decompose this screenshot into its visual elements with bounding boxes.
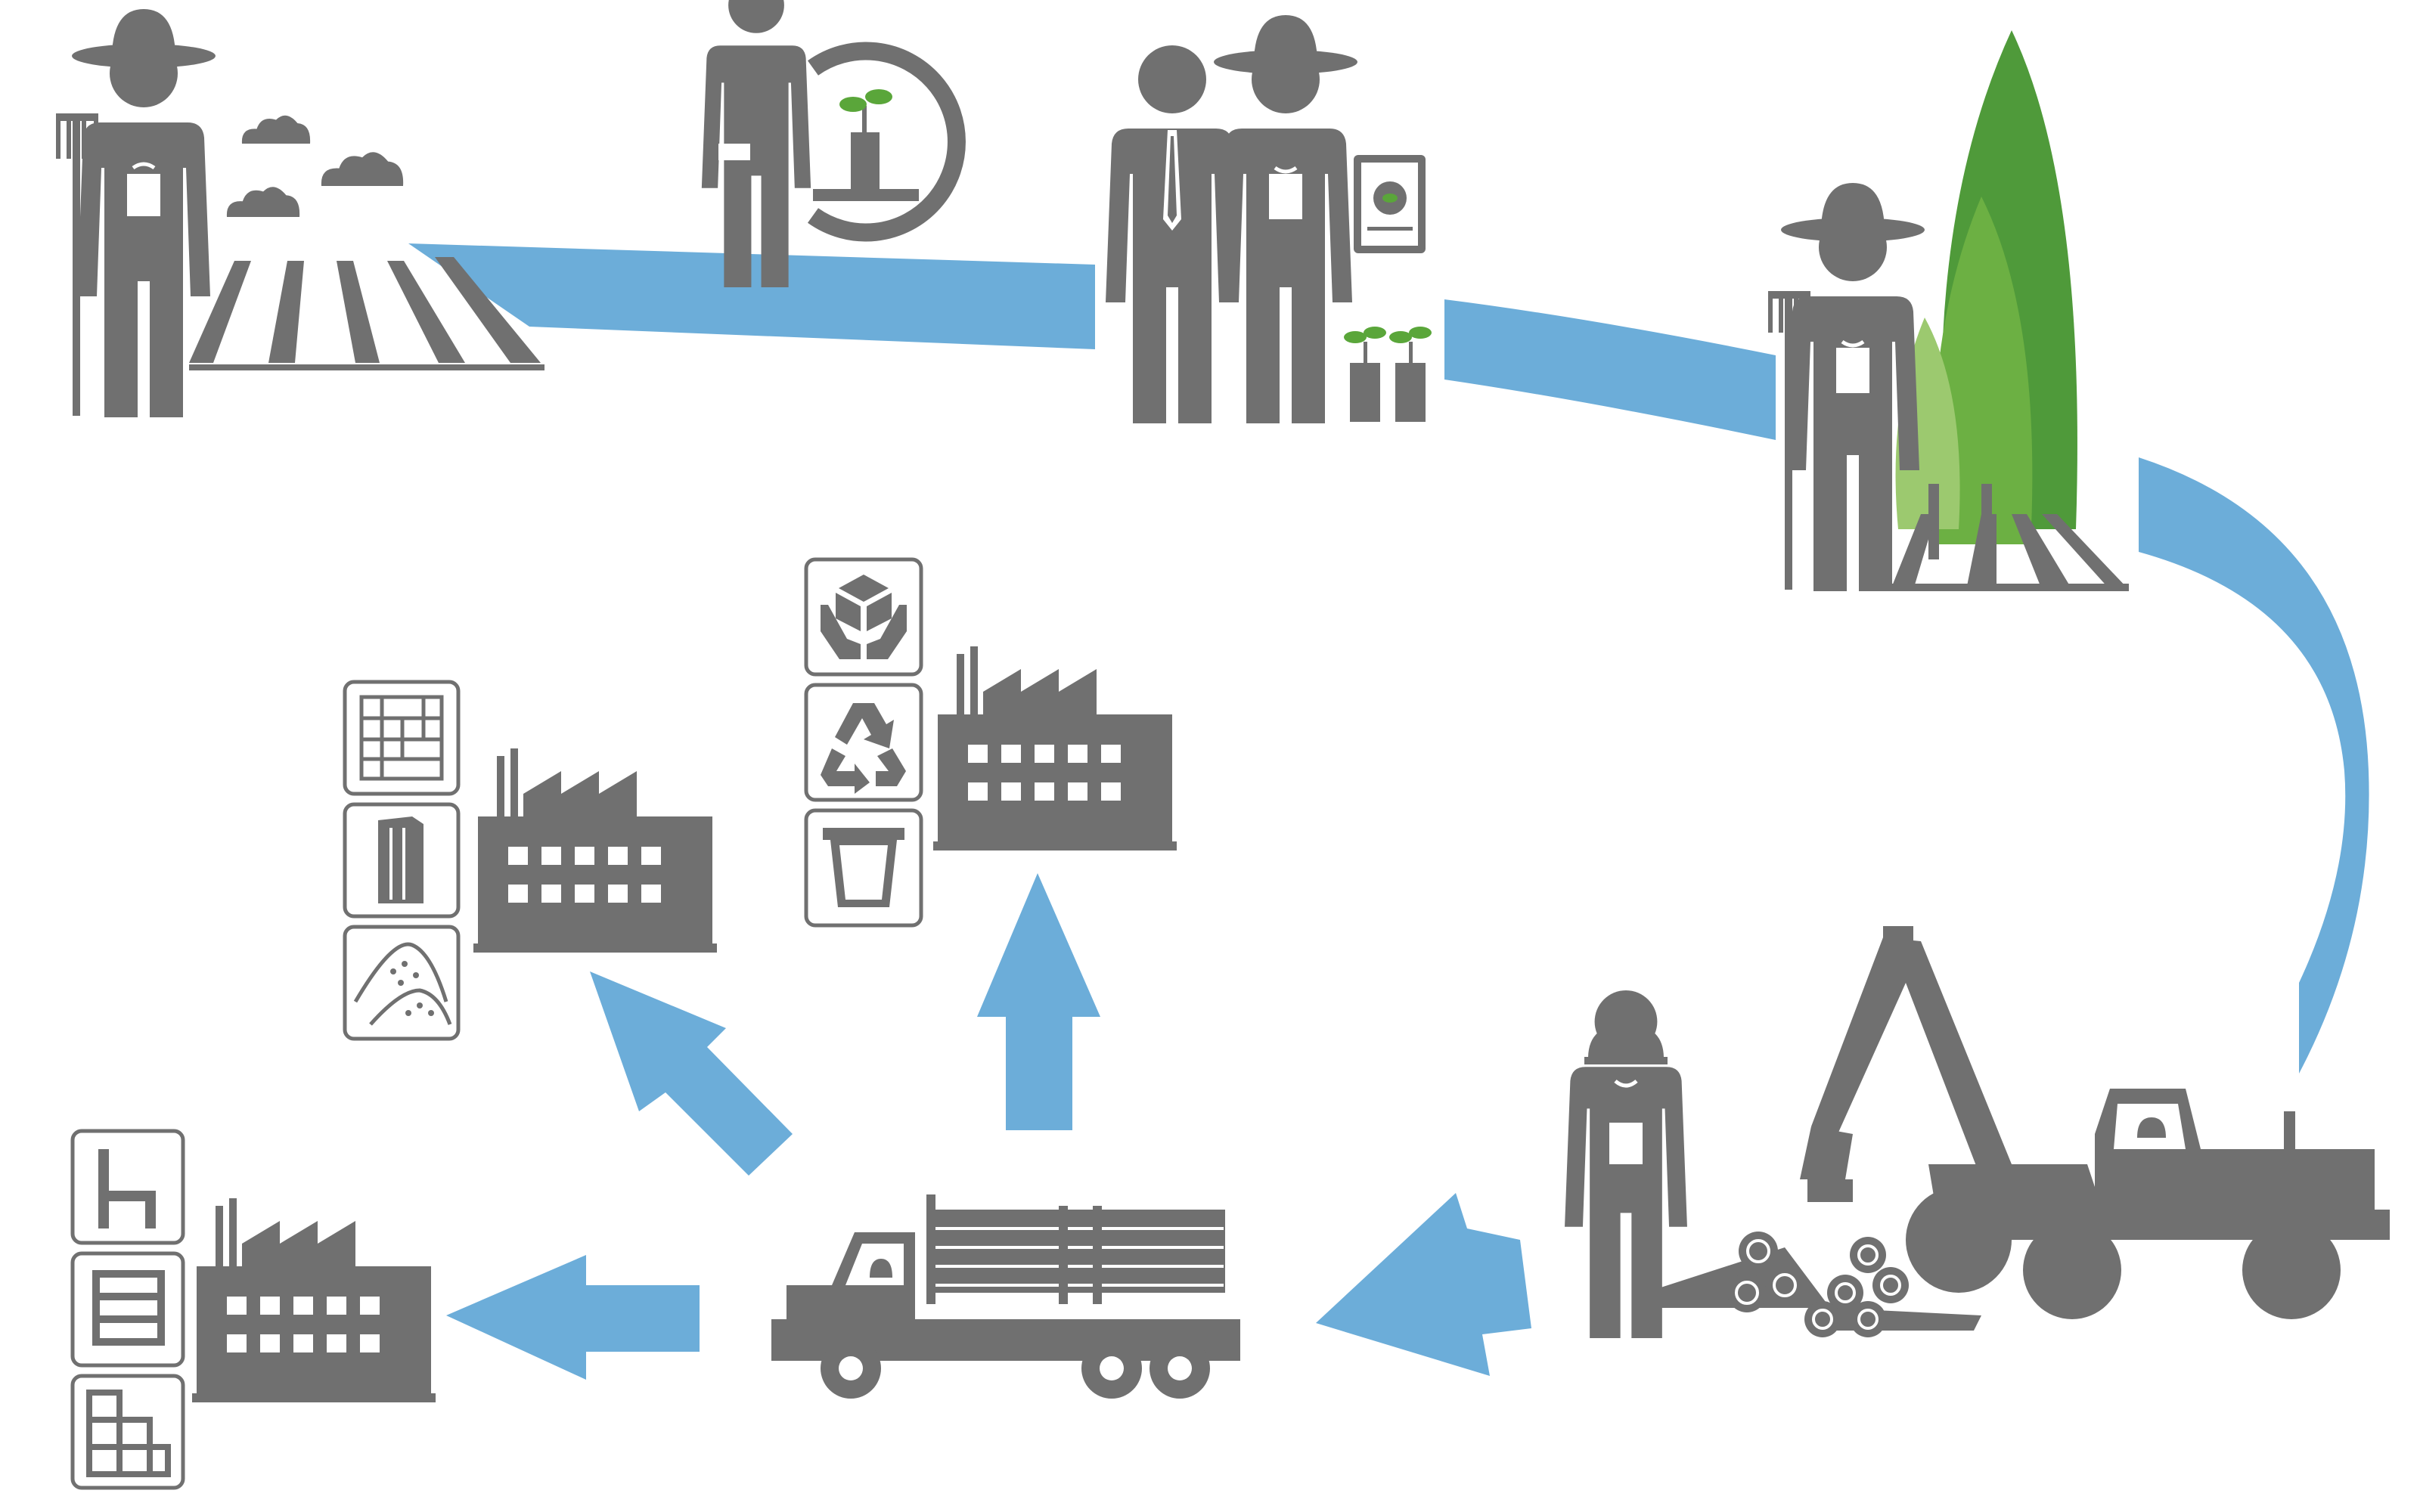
- board-panel-icon: [343, 802, 461, 919]
- stage-plantation: [1768, 30, 2129, 591]
- recycle-icon: [804, 683, 923, 802]
- flow-plantation-to-harvest: [2139, 457, 2369, 1074]
- factory-icon: [933, 646, 1177, 850]
- stage-factory-panels: [343, 680, 717, 1041]
- flow-harvest-to-transport: [1316, 1193, 1531, 1376]
- planter-pot-icon: [804, 808, 923, 928]
- person-icon: [701, 0, 811, 288]
- forestry-harvester-icon: [1800, 926, 2390, 1319]
- sawdust-pile-icon: [343, 925, 461, 1041]
- factory-icon: [192, 1198, 436, 1402]
- seedling-pot-icon: [808, 42, 966, 242]
- farmer-icon: [72, 9, 216, 417]
- flow-transport-to-packaging: [977, 873, 1100, 1130]
- parquet-icon: [343, 680, 461, 796]
- stage-seedling-consult: [701, 0, 966, 288]
- crop-field-icon: [1891, 484, 2129, 591]
- stage-agreement: [1106, 15, 1432, 423]
- factory-icon: [473, 748, 717, 953]
- seedling-pot-icon: [1344, 327, 1432, 422]
- cloud-icon: [226, 115, 404, 217]
- drawer-cabinet-icon: [70, 1251, 185, 1368]
- chair-icon: [70, 1129, 185, 1245]
- flow-agreement-to-plantation: [1444, 299, 1776, 440]
- farmer-icon: [1214, 15, 1357, 423]
- stage-transport: [771, 1194, 1240, 1399]
- flow-transport-to-panels: [590, 971, 793, 1176]
- stage-factory-packaging: [804, 557, 1177, 928]
- stage-harvest: [1565, 926, 2390, 1338]
- box-in-hands-icon: [804, 557, 923, 677]
- forest-worker-icon: [1565, 990, 1687, 1338]
- certificate-icon: [1354, 155, 1426, 253]
- log-pile-icon: [1656, 1232, 1981, 1337]
- log-truck-icon: [771, 1194, 1240, 1399]
- stage-factory-furniture: [70, 1129, 436, 1490]
- businessman-icon: [1106, 45, 1239, 423]
- poplar-tree-icon: [1895, 30, 2077, 544]
- flow-field-to-agreement: [408, 243, 1095, 349]
- flow-arrows: [408, 243, 2369, 1380]
- stage-farmer-field: [56, 9, 544, 417]
- crop-field-icon: [189, 257, 544, 370]
- shelving-icon: [70, 1374, 185, 1490]
- farmer-icon: [1781, 183, 1925, 591]
- flow-transport-to-furniture: [446, 1255, 700, 1380]
